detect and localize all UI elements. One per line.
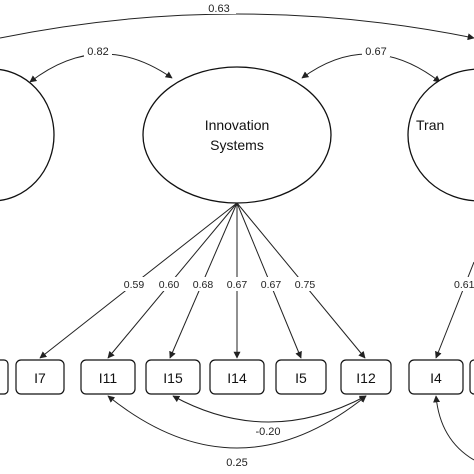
indicator-label-i4: I4: [430, 370, 442, 386]
indicator-box-i11: [80, 359, 136, 395]
residual-label-i15-i12: -0.20: [255, 426, 280, 438]
latent-factor-left: [0, 68, 55, 202]
indicator-label-i14: I14: [227, 370, 247, 386]
indicator-label-i12: I12: [356, 370, 376, 386]
indicator-box-partial-right: [469, 359, 474, 395]
correlation-arc-right: [301, 53, 441, 83]
indicator-label-i11: I11: [99, 370, 118, 386]
factor-label-innovation-line2: Systems: [210, 137, 264, 153]
loading-label-i5: 0.67: [261, 279, 282, 291]
residual-label-i11-i12: 0.25: [226, 457, 247, 469]
loading-label-i11: 0.60: [159, 279, 180, 291]
loading-label-i4: 0.61: [454, 279, 474, 291]
indicator-box-i4: [408, 359, 464, 395]
correlation-label-left: 0.82: [87, 46, 108, 58]
correlation-arc-outer: [0, 13, 474, 41]
loading-label-i14: 0.67: [227, 279, 248, 291]
residual-covariance-i11-i12: [107, 395, 367, 449]
indicator-box-i14: [209, 359, 265, 395]
indicator-label-i5: I5: [295, 370, 307, 386]
indicator-box-i7: [15, 359, 65, 395]
latent-factor-innovation-systems: [142, 66, 332, 204]
factor-label-right: Tran: [416, 117, 444, 133]
loading-label-i12: 0.75: [295, 279, 316, 291]
loading-path-i4: [435, 261, 474, 359]
factor-label-innovation-line1: Innovation: [205, 117, 270, 133]
latent-factor-right: [407, 68, 474, 202]
residual-covariance-partial-right: [433, 395, 474, 461]
indicator-label-i7: I7: [34, 370, 46, 386]
residual-covariance-i15-i12: [172, 395, 367, 423]
correlation-label-right: 0.67: [365, 46, 386, 58]
loading-label-i7: 0.59: [124, 279, 145, 291]
loading-label-backgrounds: [119, 277, 474, 291]
indicator-box-partial-left: [0, 359, 9, 395]
indicator-box-i12: [340, 359, 392, 395]
correlation-label-outer: 0.63: [208, 3, 229, 15]
indicator-label-i15: I15: [163, 370, 183, 386]
indicator-boxes: [0, 359, 474, 395]
indicator-box-i5: [275, 359, 327, 395]
loading-label-i15: 0.68: [193, 279, 214, 291]
correlation-arc-left: [29, 53, 173, 83]
indicator-box-i15: [145, 359, 201, 395]
